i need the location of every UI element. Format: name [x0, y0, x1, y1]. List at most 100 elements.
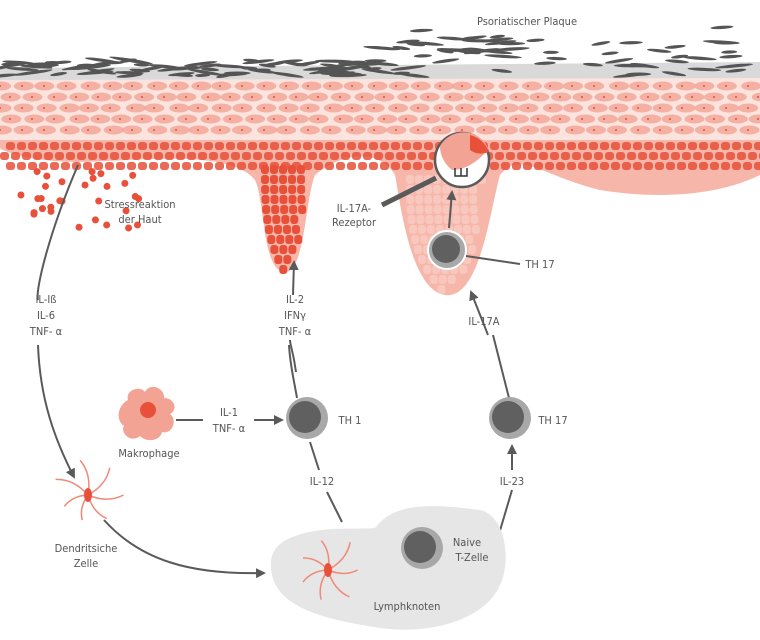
basal-cell: [391, 142, 400, 150]
ridge-cell: [288, 175, 297, 184]
basal-cell: [600, 162, 609, 170]
nucleus: [251, 96, 253, 98]
nucleus: [307, 129, 309, 131]
th17-cell: [489, 397, 531, 439]
ridge-cell: [288, 165, 296, 174]
nucleus: [361, 118, 363, 120]
basal-cell: [347, 142, 356, 150]
basal-cell: [710, 162, 719, 170]
keratinocyte: [35, 125, 56, 135]
keratinocyte: [125, 103, 146, 113]
basal-cell: [226, 142, 235, 150]
ridge-cell: [288, 185, 297, 194]
nucleus: [373, 107, 375, 109]
keratinocyte: [477, 103, 498, 113]
stress-dot: [38, 205, 46, 213]
basal-cell: [666, 162, 675, 170]
basal-cell: [193, 162, 202, 170]
keratinocyte: [36, 103, 57, 113]
nucleus: [131, 107, 133, 109]
flake: [61, 64, 96, 71]
basal-cell: [556, 142, 565, 150]
keratinocyte: [530, 114, 551, 124]
keratinocyte: [191, 81, 212, 91]
ridge-cell: [279, 165, 287, 174]
nucleus: [43, 129, 45, 131]
keratinocyte: [211, 103, 232, 113]
nucleus: [131, 129, 133, 131]
keratinocyte: [498, 103, 519, 113]
nucleus: [9, 118, 11, 120]
basal-cell: [33, 152, 42, 160]
ridge-cell: [279, 175, 288, 184]
flake: [309, 68, 343, 75]
basal-cell: [633, 142, 642, 150]
nucleus: [21, 85, 23, 87]
nucleus: [87, 107, 89, 109]
flake: [319, 63, 349, 69]
nucleus: [691, 96, 693, 98]
basal-cell: [6, 162, 15, 170]
basal-cell: [589, 142, 598, 150]
basal-cell: [715, 152, 724, 160]
th1-label: TH 1: [338, 414, 362, 427]
skin-tissue: [0, 25, 760, 296]
ridge-cell: [429, 275, 438, 284]
lymph-node: [270, 506, 506, 630]
ridge-cell: [468, 245, 477, 254]
keratinocyte: [476, 125, 497, 135]
basal-cell: [171, 162, 180, 170]
receptor-icon: [454, 168, 468, 177]
keratinocyte: [661, 114, 682, 124]
naive-label-2: T-Zelle: [454, 551, 488, 564]
flake: [619, 41, 643, 45]
keratinocyte: [354, 114, 375, 124]
nucleus: [175, 129, 177, 131]
flake: [109, 56, 145, 64]
flake: [664, 44, 686, 49]
keratinocyte: [279, 81, 300, 91]
basal-cell: [237, 162, 246, 170]
ridge-cell: [273, 225, 282, 234]
keratinocyte: [465, 114, 486, 124]
nucleus: [559, 96, 561, 98]
nucleus: [703, 107, 705, 109]
ridge-cell: [465, 235, 474, 244]
basal-cell: [369, 142, 378, 150]
basal-cell: [176, 152, 185, 160]
nucleus: [65, 129, 67, 131]
keratinocyte: [80, 81, 101, 91]
basal-cell: [369, 162, 378, 170]
nucleus: [383, 118, 385, 120]
nucleus: [131, 85, 133, 87]
stress-dot: [17, 191, 25, 199]
basal-cell: [358, 162, 367, 170]
basal-cell: [50, 162, 59, 170]
keratinocyte: [431, 125, 452, 135]
ridge-cell: [437, 285, 446, 294]
basal-cell: [594, 152, 603, 160]
basal-cell: [396, 152, 405, 160]
nucleus: [119, 118, 121, 120]
keratinocyte: [551, 92, 572, 102]
nucleus: [263, 129, 265, 131]
scale-flakes: [0, 25, 754, 79]
basal-cell: [704, 152, 713, 160]
flake: [242, 59, 275, 65]
nucleus: [285, 129, 287, 131]
basal-cell: [644, 162, 653, 170]
flake: [157, 66, 188, 72]
nucleus: [373, 85, 375, 87]
stress-dot: [56, 197, 64, 205]
cytokine-label: IL-Iß: [36, 293, 57, 306]
basal-cell: [501, 162, 510, 170]
basal-cell: [66, 152, 75, 160]
keratinocyte: [90, 114, 111, 124]
nucleus: [417, 85, 419, 87]
naive-label: Naive: [453, 536, 481, 549]
basal-cell: [671, 152, 680, 160]
basal-cell: [39, 142, 48, 150]
basal-cell: [418, 152, 427, 160]
keratinocyte: [639, 92, 660, 102]
basal-cell: [259, 142, 268, 150]
